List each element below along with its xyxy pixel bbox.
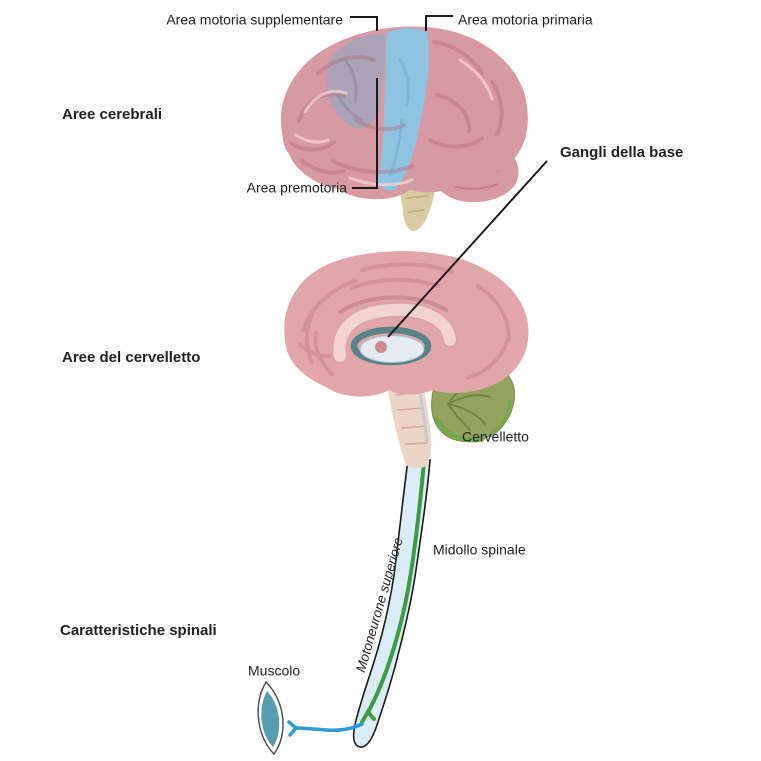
- label-premotor-area: Area premotoria: [246, 179, 347, 196]
- label-spinal-cord: Midollo spinale: [433, 541, 526, 558]
- muscle-belly: [261, 691, 280, 747]
- label-cerebellum: Cervelletto: [462, 428, 529, 445]
- lower-motor-neuron: [287, 720, 364, 737]
- label-primary-motor-area: Area motoria primaria: [458, 11, 593, 28]
- supplementary-motor-bracket: [350, 16, 378, 31]
- region-primary-motor: [378, 27, 429, 191]
- gyri-lines-supplementary: [336, 58, 364, 122]
- spinal-cord-illustration: [352, 459, 431, 748]
- pointer-lines: [350, 15, 548, 338]
- cingulate-sulcus-line: [338, 295, 448, 314]
- brain-sagittal-illustration: [284, 251, 529, 469]
- muscle-illustration: [257, 680, 284, 756]
- section-label-cerebellar-areas: Aree del cervelletto: [62, 349, 201, 367]
- neuromuscular-junction-fork: [287, 720, 298, 737]
- cerebellum-rim: [434, 400, 512, 443]
- label-basal-ganglia: Gangli della base: [560, 144, 684, 162]
- section-label-cerebral-areas: Aree cerebrali: [62, 106, 163, 124]
- label-muscle: Muscolo: [248, 662, 301, 679]
- upper-motor-neuron-line: [366, 460, 426, 714]
- primary-motor-bracket: [425, 15, 453, 31]
- thalamus-oval: [359, 335, 425, 363]
- basal-ganglia-pointer-line: [387, 160, 548, 338]
- lower-motor-neuron-line: [294, 722, 364, 732]
- gyri-highlights-lateral: [294, 58, 494, 187]
- gyri-lines-primary-motor: [388, 58, 410, 177]
- gyri-lines-sagittal: [298, 262, 511, 380]
- thalamus-nucleus-dot: [375, 341, 387, 353]
- label-supplementary-motor-area: Area motoria supplementare: [166, 11, 343, 28]
- cerebrum-sagittal: [284, 251, 529, 397]
- corpus-callosum-band: [333, 303, 456, 362]
- brain-lateral-illustration: [280, 26, 528, 231]
- spinal-cord-tube: [352, 459, 431, 748]
- premotor-pointer-line: [352, 78, 378, 189]
- section-label-spinal-characteristics: Caratteristiche spinali: [60, 622, 217, 640]
- upper-motor-neuron-synapse: [360, 710, 376, 724]
